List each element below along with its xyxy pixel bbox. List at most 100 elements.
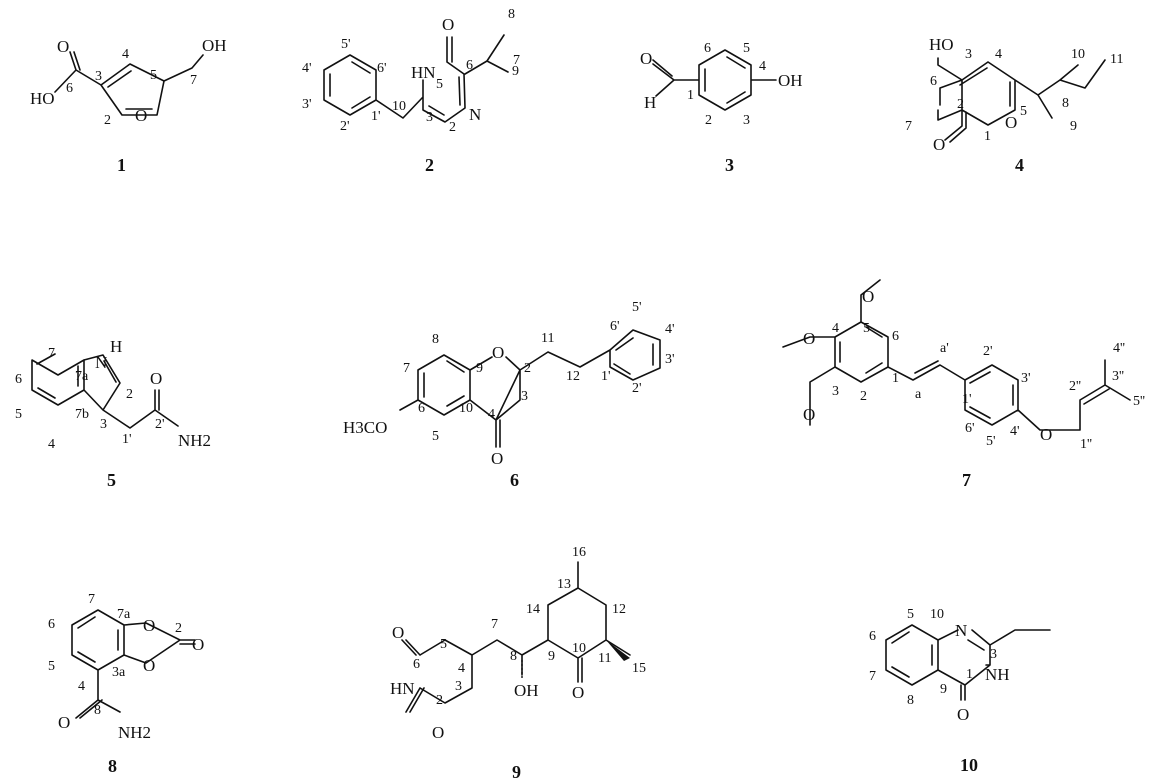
- compound-4-bonds: [937, 57, 1106, 143]
- compound-9-position: 14: [526, 602, 540, 617]
- compound-2-bonds: [323, 34, 509, 123]
- compound-6-atom: O: [492, 343, 504, 362]
- compound-8-position: 3a: [112, 665, 126, 680]
- compound-10-position: 6: [869, 629, 876, 644]
- compound-6: O H3CO O 8 9 2 11 7 12 1' 6' 5' 4' 3' 2'…: [343, 300, 675, 490]
- compound-6-position: 8: [432, 332, 439, 347]
- compound-9-position: 4: [458, 661, 465, 676]
- compound-7-position: a': [940, 341, 949, 356]
- compound-3-atom: H: [644, 93, 656, 112]
- compound-5-bonds: [31, 353, 179, 429]
- compound-5-atom: H: [110, 337, 122, 356]
- compound-10-position: 1: [966, 667, 973, 682]
- compound-5-atom: NH2: [178, 431, 211, 450]
- compound-7-position: 4: [832, 321, 839, 336]
- compound-10-position: 9: [940, 682, 947, 697]
- compound-10-bonds: [885, 624, 1051, 701]
- compound-4-position: 5: [1020, 104, 1027, 119]
- compound-1-atom: OH: [202, 36, 227, 55]
- compound-6-position: 5': [632, 300, 642, 315]
- compound-7-position: 6': [965, 421, 975, 436]
- compound-2-position: 2': [340, 119, 350, 134]
- compound-6-number: 6: [510, 470, 519, 490]
- compound-9-atom: OH: [514, 681, 539, 700]
- compound-9-atom: O: [572, 683, 584, 702]
- compound-9-position: 12: [612, 602, 626, 617]
- compound-2-position: 10: [392, 99, 406, 114]
- compound-4-position: 9: [1070, 119, 1077, 134]
- compound-5-position: 7b: [75, 407, 89, 422]
- compound-7-position: 2: [860, 389, 867, 404]
- compound-9-atom: O: [392, 623, 404, 642]
- compound-2-atom: N: [469, 105, 481, 124]
- compound-9-position: 3: [455, 679, 462, 694]
- compound-5-position: 2: [126, 387, 133, 402]
- compound-1-number: 1: [117, 155, 126, 175]
- compound-6-position: 6: [418, 401, 425, 416]
- compound-8-atom: O: [143, 616, 155, 635]
- compound-8-position: 2: [175, 621, 182, 636]
- compound-6-position: 7: [403, 361, 410, 376]
- compound-4: HO O O 3 4 10 11 6 2 5 8 7 1 9 4: [905, 35, 1123, 175]
- compound-1-bonds: [54, 51, 204, 116]
- compound-7-position: 6: [892, 329, 899, 344]
- compound-2-position: 1': [371, 109, 381, 124]
- compound-8-position: 4: [78, 679, 85, 694]
- compound-7-bonds: [782, 279, 1131, 431]
- compound-8-bonds: [71, 609, 196, 719]
- compound-7-position: 4'': [1113, 341, 1125, 356]
- compound-10-position: 5: [907, 607, 914, 622]
- compound-2-position: 6: [466, 58, 473, 73]
- compound-4-position: 11: [1110, 52, 1123, 67]
- compound-2-position: 8: [508, 7, 515, 22]
- compound-4-position: 6: [930, 74, 937, 89]
- compound-10-position: 3: [990, 647, 997, 662]
- compound-6-position: 5: [432, 429, 439, 444]
- compound-1-atom: HO: [30, 89, 55, 108]
- compound-7-position: 2': [983, 344, 993, 359]
- compound-4-position: 1: [984, 129, 991, 144]
- compound-7-position: 5: [863, 321, 870, 336]
- compound-7-position: 3': [1021, 371, 1031, 386]
- compound-4-number: 4: [1015, 155, 1024, 175]
- compound-6-position: 2': [632, 381, 642, 396]
- compound-8-position: 7a: [117, 607, 131, 622]
- compound-1-position: 4: [122, 47, 129, 62]
- compound-6-position: 4: [488, 407, 495, 422]
- compound-4-atom: O: [1005, 113, 1017, 132]
- compound-3-position: 6: [704, 41, 711, 56]
- compound-1-position: 3: [95, 69, 102, 84]
- compound-9-position: 16: [572, 545, 586, 560]
- compound-7-atom: O: [803, 405, 815, 424]
- compound-8: O O O O NH2 7 7a 6 2 5 3a 4 8 8: [48, 592, 204, 776]
- compound-7-position: 2'': [1069, 379, 1081, 394]
- compound-7-position: 1'': [1080, 437, 1092, 452]
- compound-2: O HN N 5' 4' 6' 3' 2' 1' 10 3 5 6 7 8 9 …: [302, 7, 520, 175]
- compound-3-position: 2: [705, 113, 712, 128]
- compound-7-position: a: [915, 387, 922, 402]
- compound-6-atom: H3CO: [343, 418, 387, 437]
- compound-5-number: 5: [107, 470, 116, 490]
- compound-6-position: 1': [601, 369, 611, 384]
- compound-9-bonds: [401, 561, 631, 713]
- compound-8-atom: O: [192, 635, 204, 654]
- compound-7-position: 4': [1010, 424, 1020, 439]
- compound-5-position: 5: [15, 407, 22, 422]
- compound-5-atom: O: [150, 369, 162, 388]
- compound-2-position: 3: [426, 110, 433, 125]
- compound-4-atom: HO: [929, 35, 954, 54]
- compound-9-atom: O: [432, 723, 444, 742]
- compound-7-atom: O: [862, 287, 874, 306]
- compound-9-position: 5: [440, 637, 447, 652]
- compound-3-position: 1: [687, 88, 694, 103]
- compound-4-position: 8: [1062, 96, 1069, 111]
- compound-6-position: 3': [665, 352, 675, 367]
- compound-8-position: 7: [88, 592, 95, 607]
- compound-2-position: 5: [436, 77, 443, 92]
- compound-5-position: 7: [48, 346, 55, 361]
- compound-3-atom: OH: [778, 71, 803, 90]
- compound-9-wedge: [606, 640, 630, 661]
- compound-7-position: 1': [962, 392, 972, 407]
